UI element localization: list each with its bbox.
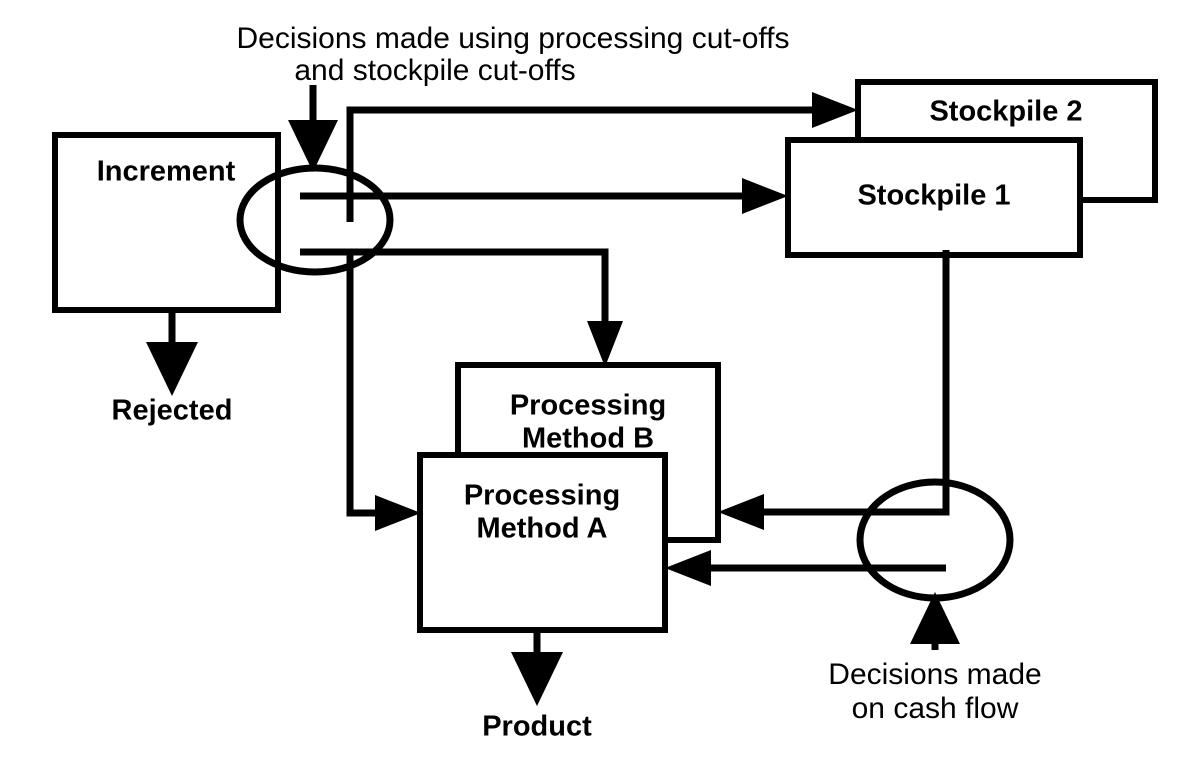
arrowhead-caption-to-decision-cashflow bbox=[910, 592, 960, 644]
arrowhead-caption-to-decision-cutoffs bbox=[288, 120, 338, 172]
node-stockpile-1-label: Stockpile 1 bbox=[857, 180, 1010, 212]
connector-increment-to-stockpile2 bbox=[346, 106, 840, 222]
caption-bottom-line1: Decisions made bbox=[828, 658, 1041, 691]
node-processing-method-a-label-line2: Method A bbox=[476, 513, 607, 545]
caption-top-line1: Decisions made using processing cut-offs bbox=[236, 22, 789, 55]
arrowhead-to-rejected bbox=[146, 342, 198, 396]
node-increment-label: Increment bbox=[97, 156, 236, 188]
terminal-product-label: Product bbox=[482, 711, 592, 743]
arrowhead-to-product bbox=[511, 652, 563, 706]
arrowhead-stockpile1-to-method-b bbox=[718, 494, 764, 530]
connector-increment-to-method-b bbox=[300, 248, 609, 348]
node-stockpile-2-label: Stockpile 2 bbox=[929, 96, 1082, 128]
connector-stockpile1-to-method-b bbox=[736, 255, 950, 516]
connector-increment-to-method-a bbox=[346, 252, 402, 517]
node-processing-method-b-label-line1: Processing bbox=[510, 390, 666, 422]
node-processing-method-a-label-line1: Processing bbox=[464, 480, 620, 512]
arrowhead-to-method-b bbox=[587, 321, 623, 367]
arrowhead-to-stockpile1 bbox=[742, 178, 788, 214]
node-processing-method-b-label-line2: Method B bbox=[522, 423, 654, 455]
arrowhead-to-method-a bbox=[375, 495, 421, 531]
decision-node-cutoffs bbox=[236, 164, 394, 276]
node-processing-method-a bbox=[417, 452, 668, 633]
arrowhead-to-stockpile2 bbox=[812, 92, 858, 128]
terminal-rejected-label: Rejected bbox=[112, 395, 233, 427]
caption-bottom-line2: on cash flow bbox=[852, 692, 1019, 725]
caption-top-line2: and stockpile cut-offs bbox=[294, 54, 575, 87]
arrowhead-stockpile1-to-method-a bbox=[665, 550, 711, 586]
decision-node-cash-flow bbox=[856, 478, 1014, 602]
node-stockpile-1 bbox=[785, 137, 1083, 258]
